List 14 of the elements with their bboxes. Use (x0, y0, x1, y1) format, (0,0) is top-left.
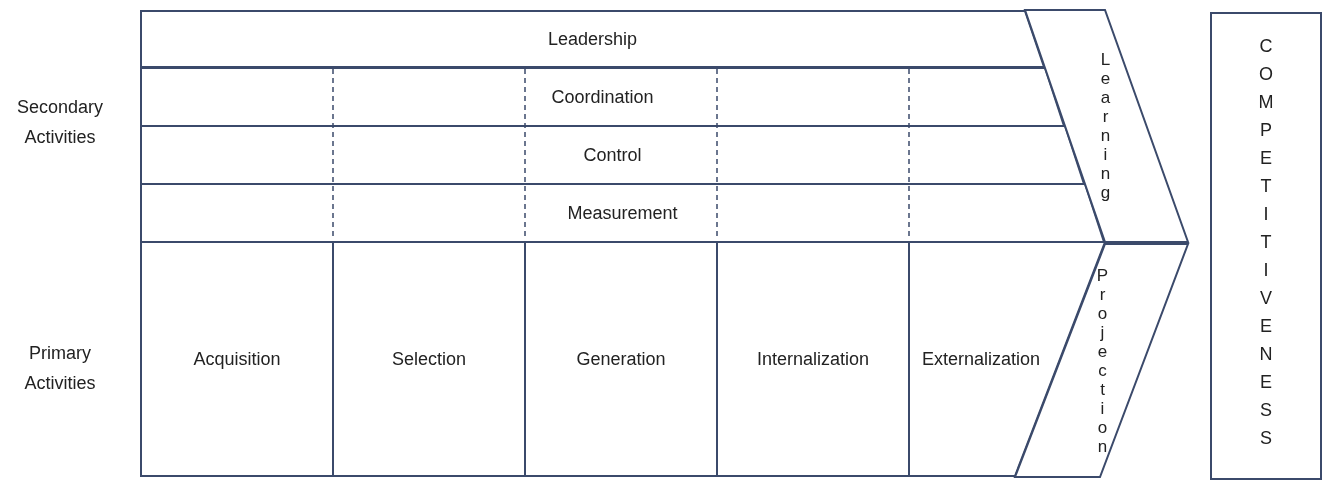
result-box (1210, 12, 1322, 480)
column-label: Internalization (756, 348, 870, 370)
vertical-title: COMPETITIVENESS (1255, 36, 1277, 456)
column-label: Generation (576, 348, 666, 370)
activity-column (908, 241, 1105, 477)
column-label: Acquisition (193, 348, 281, 370)
side-label: Primary Activities (23, 342, 97, 395)
side-label: Secondary Activities (15, 96, 105, 149)
band-label: Learning (1095, 50, 1115, 202)
activity-column (140, 241, 334, 477)
column-label: Externalization (922, 348, 1041, 370)
band-label: Projection (1092, 265, 1112, 456)
column-label: Selection (391, 348, 467, 370)
chevron-band (1025, 10, 1188, 242)
